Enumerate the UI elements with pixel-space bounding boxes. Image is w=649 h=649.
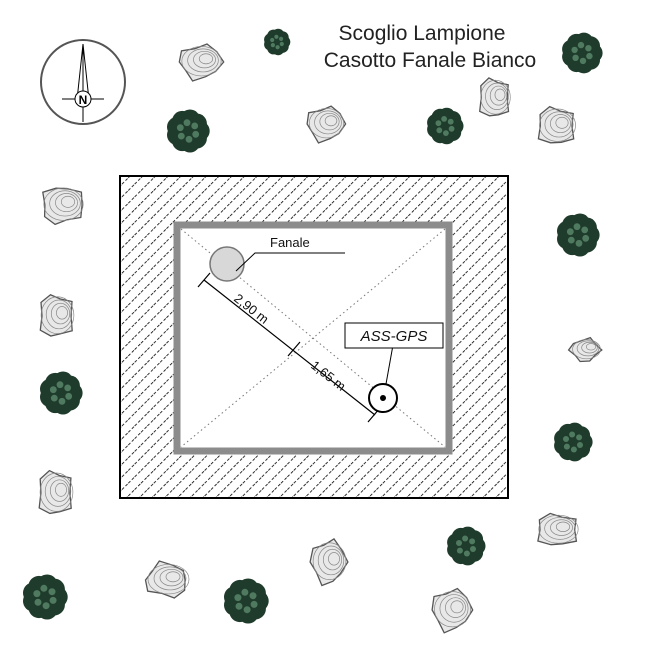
gps-label-box bbox=[344, 322, 444, 349]
gps-label: ASS-GPS bbox=[360, 328, 428, 345]
rocks-group bbox=[38, 43, 603, 634]
rock-icon bbox=[42, 187, 84, 226]
rock-icon bbox=[309, 538, 349, 587]
building bbox=[119, 175, 509, 499]
bush-icon bbox=[562, 32, 603, 74]
fanale-label: Fanale bbox=[270, 235, 310, 250]
fanale: Fanale bbox=[209, 235, 345, 282]
bush-icon bbox=[167, 109, 210, 153]
compass-north-label: N bbox=[79, 93, 88, 107]
north-arrow-icon: N bbox=[40, 39, 126, 125]
rock-icon bbox=[537, 105, 576, 144]
gps-point: ASS-GPS bbox=[344, 322, 444, 413]
rock-icon bbox=[479, 77, 511, 117]
bush-icon bbox=[557, 213, 600, 257]
title-line-2: Casotto Fanale Bianco bbox=[324, 49, 536, 72]
rock-icon bbox=[306, 105, 347, 144]
bush-icon bbox=[22, 574, 68, 620]
tick-start bbox=[197, 272, 211, 288]
rock-icon bbox=[39, 294, 75, 337]
rock-icon bbox=[537, 512, 579, 546]
title-line-1: Scoglio Lampione bbox=[339, 22, 506, 45]
diagonal-2 bbox=[180, 228, 446, 448]
rock-icon bbox=[38, 469, 74, 515]
bush-icon bbox=[554, 422, 593, 462]
rock-icon bbox=[144, 560, 190, 599]
rock-icon bbox=[567, 336, 603, 363]
rock-icon bbox=[178, 43, 225, 82]
bush-icon bbox=[447, 526, 486, 566]
bush-icon bbox=[427, 107, 464, 145]
bush-icon bbox=[40, 371, 83, 415]
lamp-circle-icon bbox=[209, 246, 245, 282]
vegetation-group bbox=[22, 28, 603, 624]
tick-mid bbox=[287, 341, 301, 357]
bush-icon bbox=[224, 578, 269, 624]
rock-icon bbox=[431, 587, 474, 634]
bush-icon bbox=[264, 28, 291, 56]
